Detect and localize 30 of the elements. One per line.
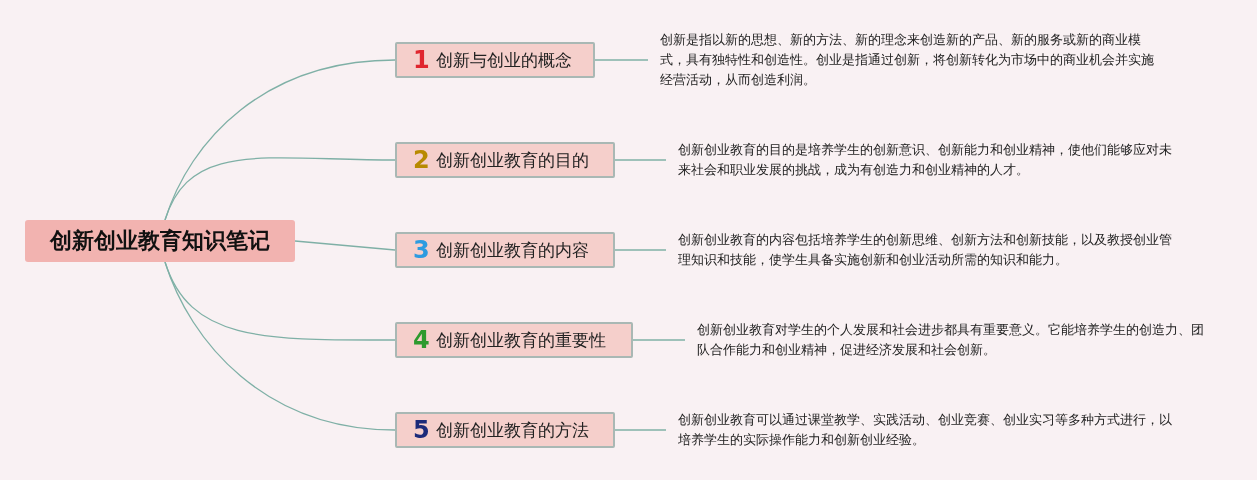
description-text: 创新创业教育可以通过课堂教学、实践活动、创业竞赛、创业实习等多种方式进行，以培养学生的实际操作能力和创新创业经验。 — [678, 411, 1173, 449]
connector-line — [632, 339, 686, 341]
topic-box — [395, 232, 615, 268]
connector-line — [614, 429, 667, 431]
connector-line — [614, 159, 667, 161]
description-text: 创新创业教育对学生的个人发展和社会进步都具有重要意义。它能培养学生的创造力、团队合作能力和创业精神，促进经济发展和社会创新。 — [697, 321, 1205, 359]
connector-line — [594, 59, 649, 61]
topic-title: 创新创业教育的目的 — [435, 148, 589, 172]
topic-box — [395, 142, 615, 178]
connector-line — [294, 240, 396, 251]
topic-box — [395, 322, 633, 358]
description-text: 创新创业教育的内容包括培养学生的创新思维、创新方法和创新技能，以及教授创业管理知识和技能，使学生具备实施创新和创业活动所需的知识和能力。 — [678, 231, 1173, 269]
topic-number: 1 — [413, 46, 430, 74]
topic-title: 创新创业教育的方法 — [435, 418, 589, 442]
central-topic-title: 创新创业教育知识笔记 — [50, 227, 270, 255]
topic-title: 创新与创业的概念 — [435, 48, 572, 72]
connector-line — [164, 261, 396, 431]
connector-line — [614, 249, 667, 251]
topic-number: 4 — [413, 326, 430, 354]
topic-title: 创新创业教育的内容 — [435, 238, 589, 262]
topic-box — [395, 42, 595, 78]
topic-title: 创新创业教育的重要性 — [435, 328, 606, 352]
central-topic-box — [25, 220, 295, 262]
description-text: 创新是指以新的思想、新的方法、新的理念来创造新的产品、新的服务或新的商业模式，具有独特性和创造性。创业是指通过创新，将创新转化为市场中的商业机会并实施经营活动，从而创造利润。 — [660, 31, 1155, 89]
description-text: 创新创业教育的目的是培养学生的创新意识、创新能力和创业精神，使他们能够应对未来社会和职业发展的挑战，成为有创造力和创业精神的人才。 — [678, 141, 1173, 179]
topic-number: 5 — [413, 416, 430, 444]
topic-number: 3 — [413, 236, 430, 264]
connector-line — [164, 157, 396, 221]
topic-number: 2 — [413, 146, 430, 174]
topic-box — [395, 412, 615, 448]
